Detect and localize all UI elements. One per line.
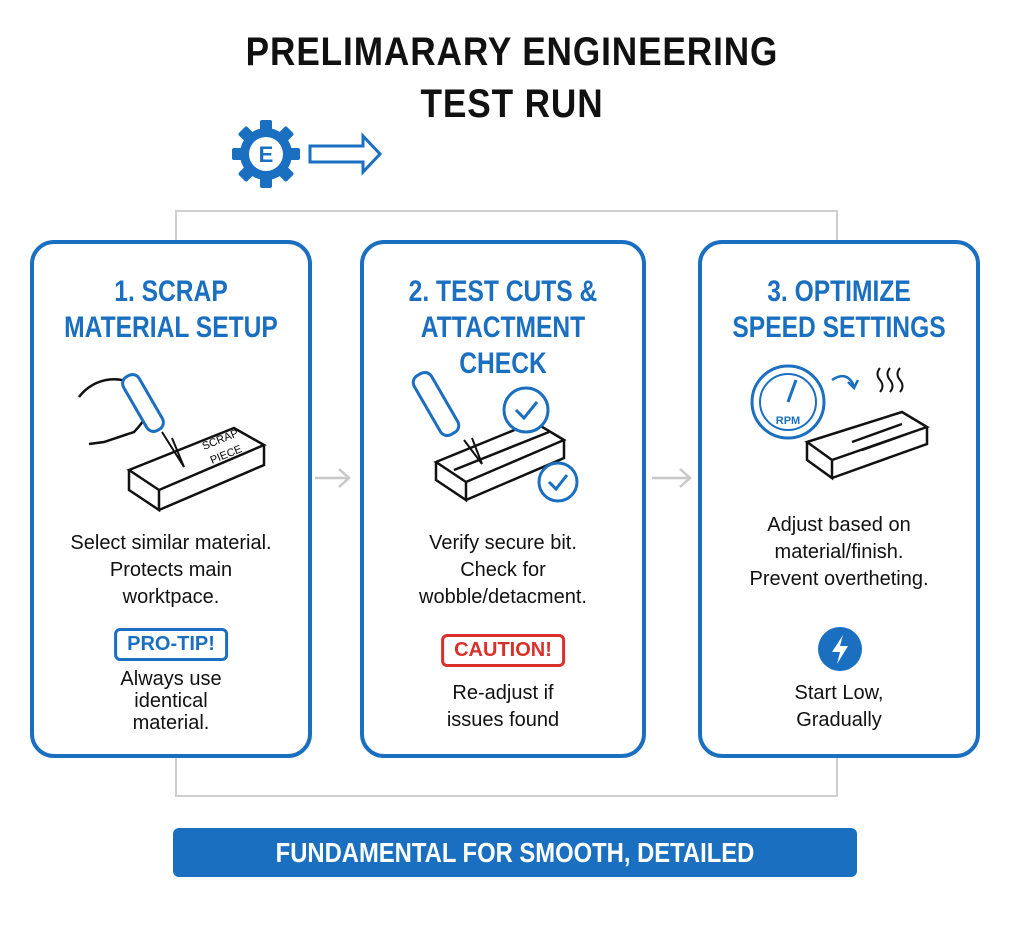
gear-arrow-logo-icon: E [232, 120, 383, 188]
step-heading: 2. TEST CUTS &ATTACTMENT CHECK [408, 275, 598, 380]
arrow-right-icon [652, 468, 692, 488]
title-line-2: TEST RUN [420, 82, 604, 126]
rpm-gauge-icon: RPM [750, 364, 930, 481]
check-circle-icon [502, 386, 550, 434]
check-circle-icon [537, 461, 579, 503]
title-line-1: PRELIMARARY ENGINEERING [245, 30, 779, 74]
step-note: Start Low,Gradually [794, 682, 884, 731]
router-test-cut-icon [411, 370, 579, 503]
caution-badge: CAUTION! [441, 634, 565, 667]
footer-banner: FUNDAMENTAL FOR SMOOTH, DETAILED WORKFLO… [173, 828, 857, 917]
step-card-2: 2. TEST CUTS &ATTACTMENT CHECK Verify se… [360, 240, 646, 758]
pro-tip-badge: PRO-TIP! [114, 628, 228, 661]
logo-letter: E [259, 142, 274, 167]
lightning-bolt-icon [818, 627, 862, 671]
svg-text:RPM: RPM [776, 415, 800, 427]
arrow-right-icon [315, 468, 351, 488]
hand-scribe-scrap-icon: SCRAP PIECE [78, 373, 267, 512]
